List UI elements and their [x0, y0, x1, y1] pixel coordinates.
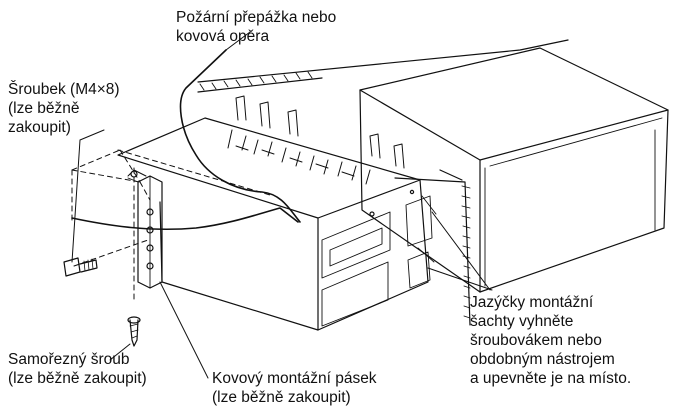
- self-tapping-screw: [127, 316, 141, 347]
- label-tabs-line-1: Jazýčky montážní: [470, 294, 594, 311]
- label-tapping-screw: Samořezný šroub (lze běžně zakoupit): [8, 350, 147, 388]
- label-screw-line-3: zakoupit): [8, 119, 71, 136]
- label-tabs-line-4: obdobným nástrojem: [470, 351, 615, 368]
- label-firewall-line-2: kovová opěra: [176, 28, 270, 45]
- metal-mounting-strap: [127, 175, 163, 289]
- label-metal-strap: Kovový montážní pásek (lze běžně zakoupi…: [212, 369, 377, 407]
- leader-tapping: [109, 343, 131, 361]
- leader-strap: [159, 281, 209, 379]
- dashboard-panel: [197, 39, 569, 326]
- label-firewall-line-1: Požární přepážka nebo: [176, 9, 337, 26]
- label-screw: Šroubek (M4×8) (lze běžně zakoupit): [8, 80, 120, 137]
- label-tapping-line-2: (lze běžně zakoupit): [8, 370, 147, 387]
- leader-tabs-1: [431, 211, 491, 291]
- label-tabs-line-2: šachty vyhněte: [470, 313, 574, 330]
- label-screw-line-1: Šroubek (M4×8): [8, 81, 120, 98]
- label-strap-line-2: (lze běžně zakoupit): [212, 389, 351, 406]
- label-tapping-line-1: Samořezný šroub: [8, 351, 130, 368]
- leader-screw: [71, 129, 105, 263]
- firewall-edge: [179, 49, 301, 223]
- mounting-sleeve: [117, 95, 437, 331]
- label-tabs-line-3: šroubovákem nebo: [470, 332, 602, 349]
- label-screw-line-2: (lze běžně: [8, 100, 80, 117]
- leader-firewall: [225, 31, 251, 51]
- leader-tabs-2: [427, 267, 493, 291]
- label-tabs: Jazýčky montážní šachty vyhněte šroubová…: [470, 293, 631, 388]
- label-strap-line-1: Kovový montážní pásek: [212, 370, 377, 387]
- label-firewall: Požární přepážka nebo kovová opěra: [176, 8, 336, 46]
- machine-screw: [63, 257, 98, 277]
- car-stereo-unit: [359, 47, 669, 293]
- label-tabs-line-5: a upevněte je na místo.: [470, 370, 632, 387]
